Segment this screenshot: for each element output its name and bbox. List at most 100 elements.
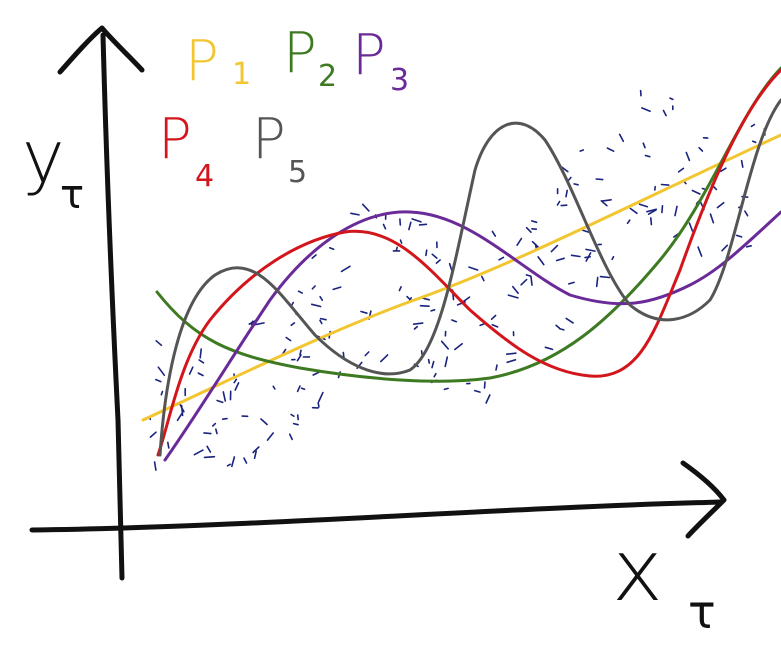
scatter-point [167, 441, 170, 449]
scatter-point [317, 401, 320, 408]
scatter-point [419, 304, 430, 308]
scatter-point [408, 221, 412, 231]
scatter-point [629, 207, 638, 215]
scatter-point [266, 432, 275, 441]
scatter-point [216, 399, 224, 404]
scatter-point [735, 234, 743, 238]
scatter-point [431, 360, 435, 369]
scatter-point [534, 243, 538, 250]
scatter-point [688, 222, 694, 232]
scatter-point [662, 109, 667, 117]
scatter-point [288, 433, 294, 441]
scatter-point [530, 220, 538, 224]
scatter-point [328, 247, 335, 251]
scatter-point [206, 445, 212, 453]
x-axis-arrowhead [680, 460, 727, 539]
legend-p5: P 5 [252, 107, 307, 190]
scatter-point [745, 245, 753, 248]
scatter-point [311, 285, 316, 290]
scatter-point [361, 203, 370, 212]
scatter-point [149, 431, 157, 438]
legend-p2-index: 2 [318, 59, 337, 94]
scatter-point [157, 366, 166, 377]
scatter-point [243, 457, 248, 464]
scatter-point [661, 205, 664, 214]
scatter-point [193, 449, 204, 456]
y-axis-label: y [22, 115, 65, 199]
scatter-point [516, 237, 523, 246]
scatter-point [453, 342, 464, 351]
scatter-point [646, 208, 658, 213]
scatter-point [311, 254, 317, 259]
scatter-point [252, 446, 260, 454]
scatter-point [406, 295, 411, 301]
scatter-point [473, 389, 481, 393]
scatter-point [433, 372, 437, 378]
scatter-point [601, 199, 612, 202]
scatter-point [198, 359, 205, 364]
scatter-point [435, 259, 441, 264]
scatter-point [440, 340, 450, 350]
scatter-point [579, 149, 585, 152]
scatter-point [606, 147, 615, 152]
scatter-point [530, 275, 533, 286]
scatter-point [647, 209, 657, 215]
x-axis-subscript: τ [688, 585, 716, 639]
scatter-point [669, 97, 674, 101]
scatter-point [685, 151, 691, 162]
scatter-point [480, 275, 485, 282]
scatter-point [567, 176, 572, 182]
scatter-point [561, 166, 569, 173]
curve-p4 [156, 68, 781, 457]
legend-p4-index: 4 [195, 159, 214, 194]
scatter-point [611, 255, 615, 261]
scatter-point [451, 319, 458, 323]
scatter-point [153, 461, 157, 471]
scatter-point [505, 352, 517, 356]
legend-p5-index: 5 [288, 155, 307, 190]
scatter-point [638, 203, 649, 208]
scatter-point [750, 123, 756, 128]
scatter-point [649, 217, 653, 226]
scatter-point [231, 456, 236, 468]
scatter-point [299, 349, 302, 356]
scatter-point [556, 200, 561, 206]
scatter-point [360, 310, 368, 315]
scatter-point [290, 322, 296, 327]
scatter-point [319, 319, 323, 325]
scatter-point [468, 266, 479, 271]
scatter-point [379, 354, 389, 363]
scatter-points [149, 89, 766, 471]
legend-p1-index: 1 [232, 57, 251, 92]
scatter-point [427, 358, 431, 364]
legend: P 1 P 2 P 3 P 4 P 5 [158, 21, 409, 194]
scatter-point [260, 418, 268, 426]
scatter-point [310, 303, 322, 308]
scatter-point [567, 281, 575, 285]
scatter-point [300, 387, 306, 391]
scatter-point [413, 325, 419, 330]
scatter-point [155, 378, 162, 383]
curve-p3 [163, 210, 781, 462]
scatter-point [697, 246, 703, 257]
scatter-point [448, 262, 453, 271]
scatter-point [178, 402, 185, 413]
scatter-point [691, 189, 701, 195]
scatter-point [296, 354, 302, 362]
scatter-point [350, 212, 360, 216]
scatter-point [584, 255, 592, 259]
scatter-point [674, 205, 678, 217]
scatter-point [698, 146, 704, 152]
scatter-point [520, 278, 528, 286]
scatter-point [155, 339, 163, 347]
y-axis [100, 32, 125, 581]
scatter-point [744, 210, 749, 217]
scatter-point [618, 133, 625, 143]
scatter-point [253, 450, 258, 460]
scatter-point [485, 394, 491, 404]
legend-p3-index: 3 [390, 63, 409, 98]
x-axis [29, 499, 723, 533]
scatter-point [660, 183, 670, 186]
scatter-point [233, 378, 238, 384]
